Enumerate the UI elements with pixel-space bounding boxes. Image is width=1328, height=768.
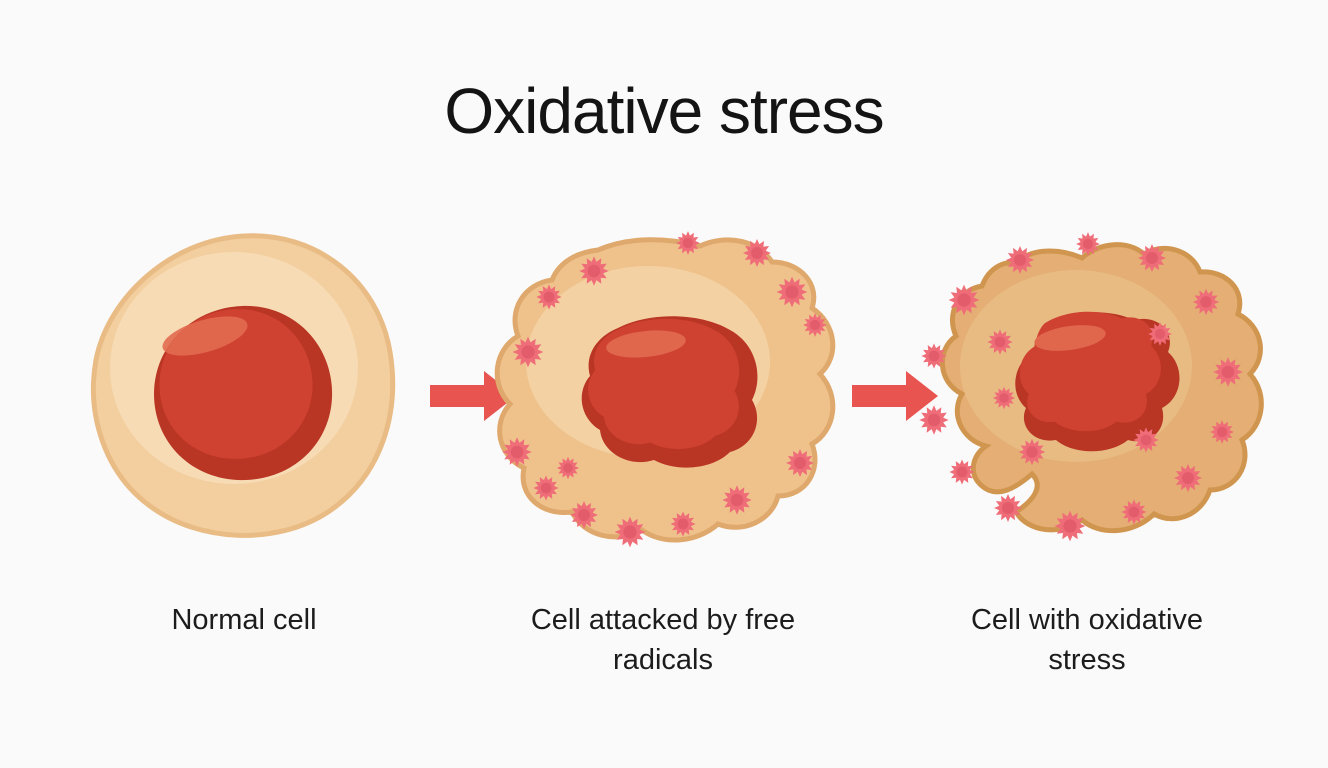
cell-nucleus-highlight [1034, 325, 1106, 351]
normal-cell-figure [91, 233, 396, 538]
free-radical-icon [949, 459, 975, 485]
right-arrow-icon [852, 371, 938, 421]
diagram-title: Oxidative stress [444, 75, 884, 147]
stressed-cell-figure [919, 232, 1264, 542]
attacked-cell-figure [494, 231, 836, 548]
right-arrow-icon [430, 371, 516, 421]
stage-label-cell-attacked: Cell attacked by free radicals [530, 604, 796, 677]
cell-nucleus-highlight [606, 330, 686, 358]
cell-nucleus-highlight [162, 316, 248, 356]
stage-label-oxidative-stress: Cell with oxidative stress [970, 604, 1204, 677]
stage-label-normal-cell: Normal cell [171, 604, 317, 636]
free-radical-icon [919, 405, 949, 435]
